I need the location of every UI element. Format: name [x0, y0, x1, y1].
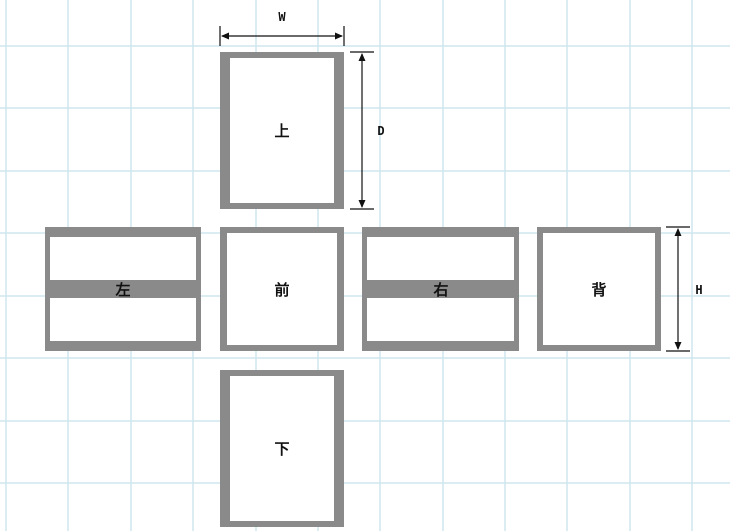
- face-right-band: [367, 280, 514, 298]
- arrow-up-icon: [358, 53, 366, 61]
- arrow-right-icon: [335, 32, 343, 40]
- face-left-label: 左: [114, 281, 130, 299]
- face-top-label: 上: [274, 122, 289, 140]
- height-dimension: [666, 226, 690, 352]
- face-right: 右: [362, 227, 519, 351]
- face-left-band: [50, 280, 196, 298]
- face-bottom: 下: [220, 370, 344, 527]
- face-back: 背: [537, 227, 661, 351]
- arrow-left-icon: [221, 32, 229, 40]
- face-bottom-label: 下: [274, 440, 289, 458]
- face-right-label: 右: [433, 281, 448, 299]
- arrow-down-icon: [358, 200, 366, 208]
- arrow-up-icon: [674, 228, 682, 236]
- face-back-label: 背: [591, 281, 606, 299]
- depth-dimension: [350, 51, 374, 210]
- face-top: 上: [220, 52, 344, 209]
- height-label: H: [695, 283, 702, 297]
- width-dimension: [219, 26, 345, 46]
- face-left: 左: [45, 227, 201, 351]
- width-label: W: [278, 10, 286, 24]
- arrow-down-icon: [674, 342, 682, 350]
- depth-label: D: [377, 124, 384, 138]
- face-front: 前: [220, 227, 344, 351]
- face-front-label: 前: [274, 281, 289, 299]
